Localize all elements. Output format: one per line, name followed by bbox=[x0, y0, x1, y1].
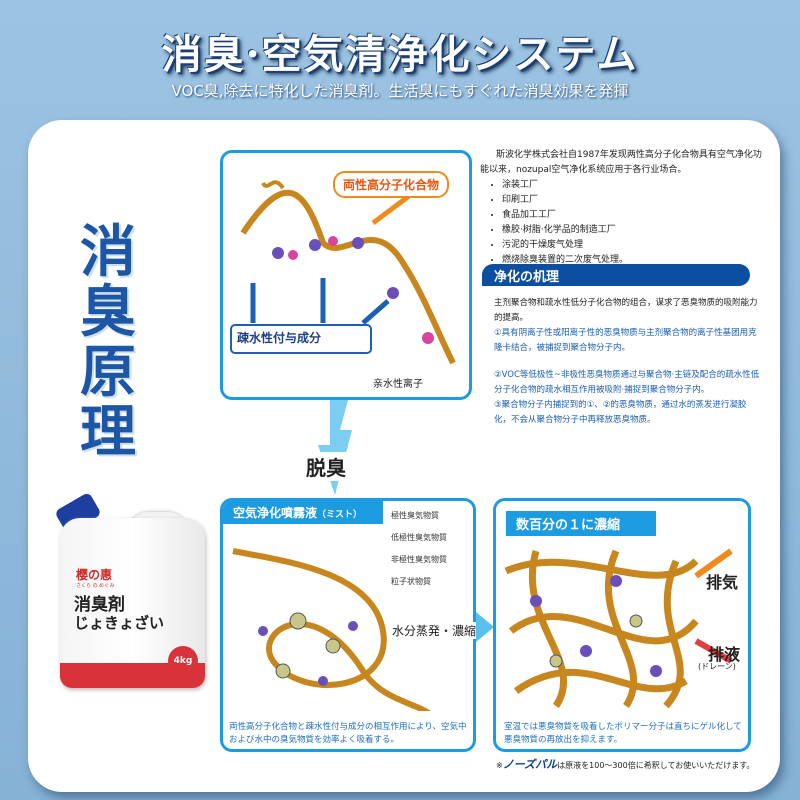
product-name-kana: じょきょざい bbox=[74, 614, 165, 632]
mist-caption: 両性高分子化合物と疎水性付与成分の相互作用により、空気中および水中の臭気物質を効… bbox=[229, 722, 467, 745]
brand-logo: ノーズパル bbox=[502, 758, 558, 771]
mechanism-point: ①具有阴离子性或阳离子性的恶臭物质与主剂聚合物的离子性基团用克隆卡结合，被捕捉到… bbox=[494, 328, 757, 353]
mechanism-text: 主剂聚合物和疏水性低分子化合物的组合，谋求了恶臭物质的吸附能力的提高。 ①具有阴… bbox=[494, 296, 762, 428]
list-item: 印刷工厂 bbox=[502, 193, 770, 208]
polymer-coil-illustration bbox=[232, 548, 431, 711]
intro-paragraph: 斯波化学株式会社自1987年发现两性高分子化合物具有空气净化功能以来，nozup… bbox=[480, 150, 762, 175]
polymer-diagram: 両性高分子化合物 疎水性付与成分 亲水性离子 bbox=[220, 150, 472, 400]
list-item: 橡胶·树脂·化学品的制造工厂 bbox=[502, 223, 770, 238]
evaporation-label: 水分蒸発・濃縮 bbox=[392, 622, 477, 639]
product-name: 消臭剤 bbox=[74, 595, 125, 615]
list-item: 污泥的干燥废气处理 bbox=[502, 238, 770, 253]
mechanism-point: ③聚合物分子内捕捉到的①、②的恶臭物质，通过水的蒸发进行凝胶化，不会从聚合物分子… bbox=[494, 400, 747, 425]
page-title: 消臭·空気清浄化システム bbox=[161, 31, 639, 78]
side-title: 消臭原理 bbox=[80, 219, 136, 465]
footnote: ※ノーズパルは原液を100～300倍に希釈してお使いいただけます。 bbox=[496, 758, 755, 771]
drain-label: 排液 bbox=[708, 645, 741, 664]
down-arrow-icon bbox=[318, 400, 352, 495]
mechanism-heading: 净化の机理 bbox=[482, 264, 750, 286]
legend-particulate: 粒子状物質 bbox=[391, 577, 431, 586]
product-brand-reading: さくら の めぐみ bbox=[76, 583, 115, 589]
right-arrow-icon bbox=[476, 612, 494, 642]
mechanism-point: ②VOC等低极性~非极性恶臭物质通过与聚合物·主链及配合的疏水性低分子化合物的疏… bbox=[494, 370, 760, 395]
mist-panel-title: 空気浄化噴霧液（ミスト） bbox=[223, 501, 383, 524]
legend: 極性臭気物質 低極性臭気物質 非極性臭気物質 粒子状物質 bbox=[391, 505, 447, 593]
drain-sublabel: (ドレーン) bbox=[698, 662, 736, 671]
list-item: 食品加工工厂 bbox=[502, 208, 770, 223]
list-item: 燃烧除臭装置的二次废气处理。 bbox=[502, 253, 770, 268]
concentrate-caption: 室温では悪臭物質を吸着したポリマー分子は直ちにゲル化して悪臭物質の再放出を抑えま… bbox=[504, 722, 742, 745]
concentrate-panel-title: 数百分の１に濃縮 bbox=[506, 511, 656, 536]
hydrophilic-label: 亲水性离子 bbox=[373, 379, 423, 390]
intro-text: 斯波化学株式会社自1987年发现两性高分子化合物具有空气净化功能以来，nozup… bbox=[480, 148, 770, 268]
callout-amphoteric-polymer: 両性高分子化合物 bbox=[333, 171, 450, 198]
hydrophobic-label: 疎水性付与成分 bbox=[237, 331, 322, 345]
mechanism-lead: 主剂聚合物和疏水性低分子化合物的组合，谋求了恶臭物质的吸附能力的提高。 bbox=[494, 298, 758, 323]
concentrate-panel: 数百分の１に濃縮 排気 排液 (ドレーン) 室温では悪臭物質を吸着したポリマー分… bbox=[493, 498, 751, 752]
deodorize-label: 脱臭 bbox=[306, 452, 346, 481]
product-brand: 樱の惠 bbox=[76, 568, 113, 582]
polymer-illustration bbox=[230, 180, 456, 365]
page-subtitle: VOC臭,除去に特化した消臭剤。生活臭にもすぐれた消臭効果を発揮 bbox=[171, 82, 629, 100]
concentrated-gel-illustration bbox=[504, 548, 733, 709]
legend-low-polar: 低極性臭気物質 bbox=[391, 533, 447, 542]
legend-nonpolar: 非極性臭気物質 bbox=[391, 555, 447, 564]
product-bottle: 樱の惠 さくら の めぐみ 消臭剤 じょきょざい 4kg bbox=[48, 491, 210, 690]
list-item: 涂装工厂 bbox=[502, 178, 770, 193]
legend-polar: 極性臭気物質 bbox=[391, 511, 439, 520]
product-weight: 4kg bbox=[168, 646, 198, 676]
exhaust-label: 排気 bbox=[706, 573, 739, 592]
